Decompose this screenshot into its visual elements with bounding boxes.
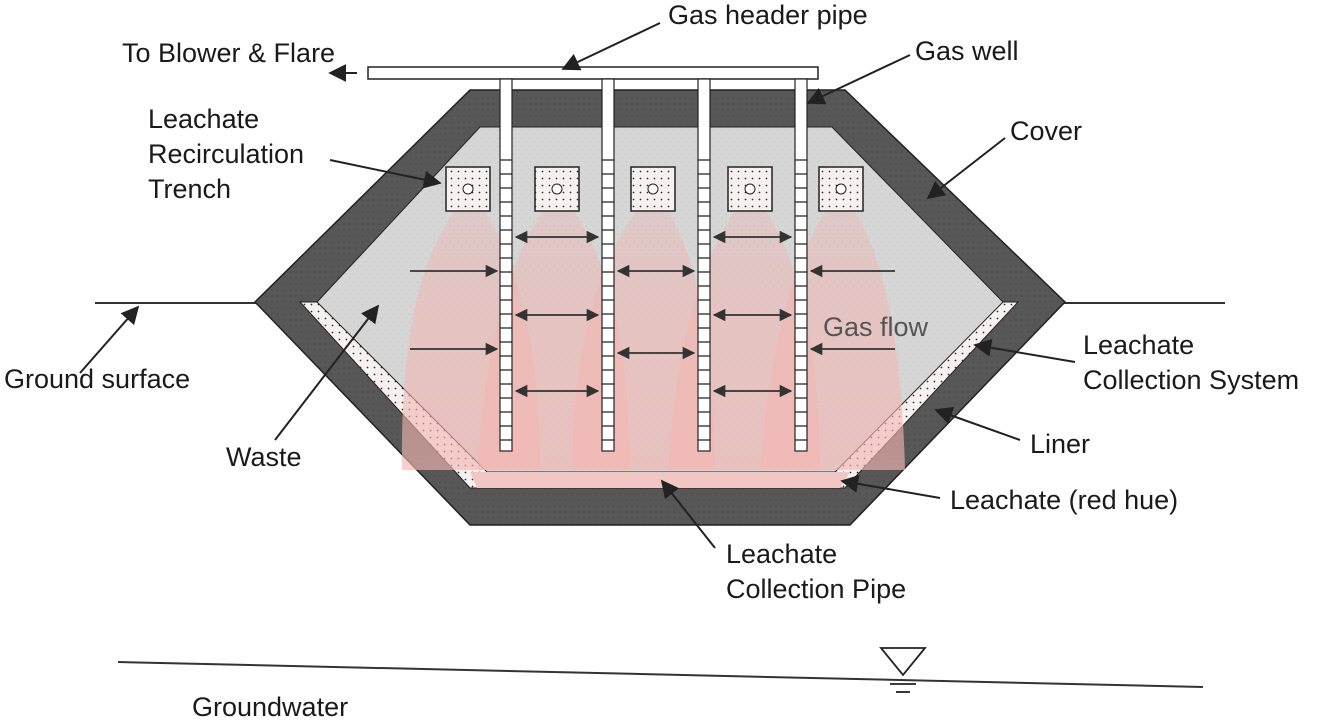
trench-3	[630, 166, 676, 212]
gas-wells	[499, 78, 808, 452]
to-blower-label: To Blower & Flare	[122, 38, 335, 68]
gas-well-4	[794, 78, 808, 452]
leachate-pool	[470, 472, 850, 488]
trench-5	[818, 166, 864, 212]
groundwater-label: Groundwater	[192, 692, 348, 722]
gas-well-label: Gas well	[915, 36, 1019, 66]
leader-arrows	[79, 22, 1076, 549]
gas-well-2	[601, 78, 615, 452]
trench-4	[727, 166, 773, 212]
gas-well-1	[499, 78, 513, 452]
water-table-symbol	[879, 647, 927, 693]
recirculation-label-line3: Trench	[148, 174, 231, 204]
waste-label: Waste	[226, 442, 302, 472]
recirculation-label-line1: Leachate	[148, 104, 259, 134]
recirculation-label-line2: Recirculation	[148, 139, 304, 169]
gas-header-pipe-label: Gas header pipe	[668, 0, 868, 30]
trench-2	[534, 166, 580, 212]
leachate-label: Leachate (red hue)	[950, 485, 1178, 515]
collection-system-label-line2: Collection System	[1083, 365, 1299, 395]
liner-label: Liner	[1030, 429, 1090, 459]
collection-system-label-line1: Leachate	[1083, 330, 1194, 360]
collection-pipe-label-line1: Leachate	[726, 539, 837, 569]
trench-1	[445, 166, 491, 212]
ground-surface-label: Ground surface	[4, 364, 190, 394]
gas-flow-arrows	[410, 230, 895, 398]
gas-flow-label: Gas flow	[823, 312, 929, 342]
recirculation-trenches	[445, 166, 864, 212]
groundwater-line	[117, 661, 1204, 688]
collection-pipe-label-line2: Collection Pipe	[726, 574, 906, 604]
cover-label: Cover	[1010, 116, 1082, 146]
gas-header-pipe	[367, 66, 819, 80]
gas-well-3	[697, 78, 711, 452]
